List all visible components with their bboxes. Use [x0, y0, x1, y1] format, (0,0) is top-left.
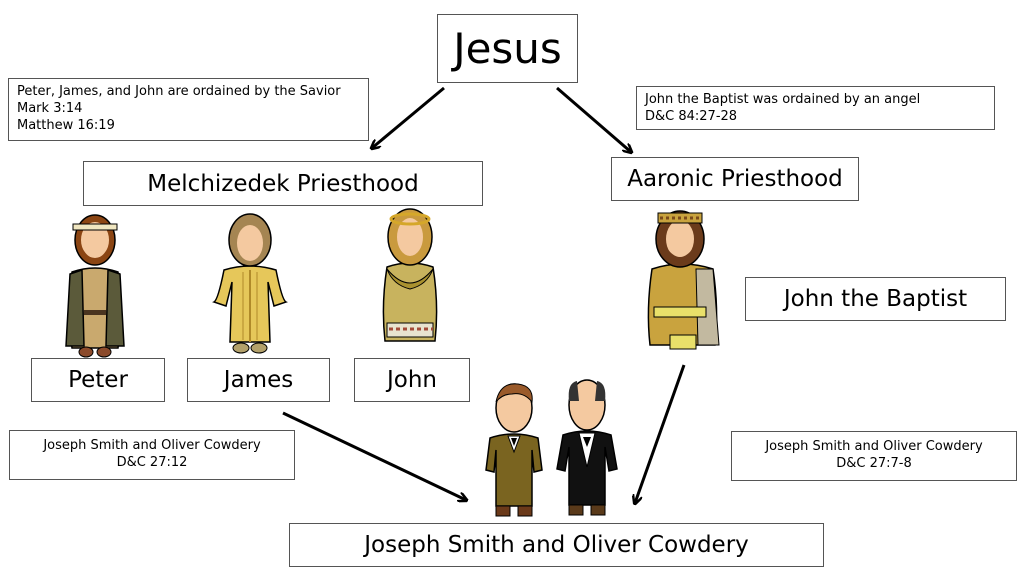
peter-label: Peter	[68, 367, 128, 393]
note-aaronic-restoration: Joseph Smith and Oliver Cowdery D&C 27:7…	[731, 431, 1017, 481]
arrow-baptist-to-result	[635, 364, 686, 503]
melchizedek-label: Melchizedek Priesthood	[147, 170, 419, 197]
jesus-label: Jesus	[453, 24, 562, 73]
peter-node: Peter	[31, 358, 165, 402]
james-figure	[212, 213, 288, 354]
james-node: James	[187, 358, 330, 402]
note-line: D&C 84:27-28	[645, 109, 738, 124]
note-line: D&C 27:7-8	[836, 456, 912, 471]
note-baptist-ordained: John the Baptist was ordained by an ange…	[636, 86, 995, 130]
james-label: James	[223, 367, 294, 393]
joseph-smith-oliver-cowdery-node: Joseph Smith and Oliver Cowdery	[289, 523, 824, 567]
arrow-jesus-to-aaronic	[556, 86, 631, 152]
note-line: Peter, James, and John are ordained by t…	[17, 84, 341, 99]
john-label: John	[386, 367, 437, 393]
melchizedek-priesthood-node: Melchizedek Priesthood	[83, 161, 483, 206]
note-apostles-ordained: Peter, James, and John are ordained by t…	[8, 78, 369, 141]
note-line: Joseph Smith and Oliver Cowdery	[43, 438, 261, 453]
note-line: Matthew 16:19	[17, 118, 115, 133]
note-line: D&C 27:12	[116, 455, 188, 470]
arrow-apostles-to-result	[282, 411, 466, 500]
jesus-node: Jesus	[437, 14, 578, 83]
note-line: Mark 3:14	[17, 101, 83, 116]
peter-figure	[65, 214, 125, 358]
oliver-cowdery-figure	[556, 379, 618, 516]
note-melchizedek-restoration: Joseph Smith and Oliver Cowdery D&C 27:1…	[9, 430, 295, 480]
aaronic-priesthood-node: Aaronic Priesthood	[611, 157, 859, 201]
note-line: Joseph Smith and Oliver Cowdery	[765, 439, 983, 454]
arrow-jesus-to-melchizedek	[372, 86, 445, 148]
note-line: John the Baptist was ordained by an ange…	[645, 92, 921, 107]
joseph-smith-figure	[485, 383, 543, 517]
result-label: Joseph Smith and Oliver Cowdery	[364, 532, 749, 558]
john-figure	[382, 208, 438, 342]
john-the-baptist-node: John the Baptist	[745, 277, 1006, 321]
john-the-baptist-label: John the Baptist	[783, 286, 968, 312]
john-the-baptist-figure	[647, 210, 720, 350]
john-node: John	[354, 358, 470, 402]
aaronic-label: Aaronic Priesthood	[627, 166, 843, 192]
